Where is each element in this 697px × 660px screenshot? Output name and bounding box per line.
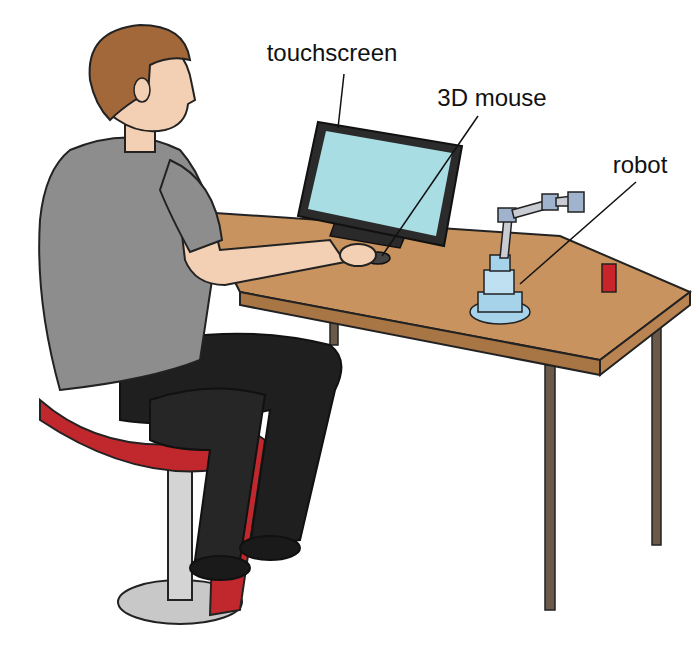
leader-line	[382, 116, 478, 256]
person	[39, 25, 376, 580]
part-label: touchscreen	[267, 40, 398, 66]
table-leg	[652, 300, 661, 545]
leader-line	[338, 74, 344, 128]
touchscreen-frame	[298, 122, 462, 246]
leader-line	[520, 182, 636, 284]
part-label: robot	[613, 152, 668, 178]
table-leg	[545, 365, 555, 610]
touchscreen-display	[308, 131, 452, 236]
robot-arm	[470, 192, 584, 324]
part-label: 3D mouse	[437, 85, 546, 111]
red-block	[602, 264, 616, 292]
table-edge	[600, 292, 690, 375]
